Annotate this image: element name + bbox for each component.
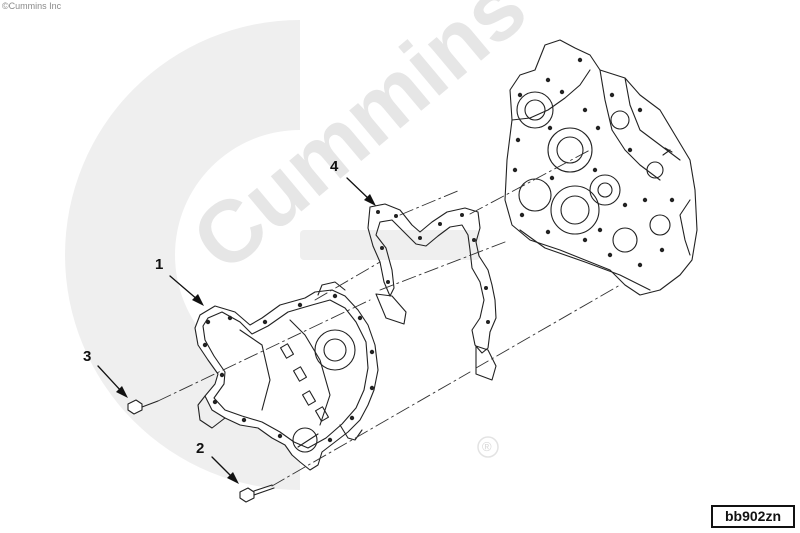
registered-mark: ® [482,439,492,454]
gear-housing [194,281,379,471]
callout-leaders [97,177,371,479]
gasket-bolt-holes [376,210,490,324]
gear-housing-bolt-holes [202,293,375,443]
callout-3: 3 [83,348,92,365]
reference-code-label: bb902zn [711,505,795,528]
copyright-text: ©Cummins Inc [2,1,62,11]
engine-block [504,39,698,296]
callout-4: 4 [330,158,339,175]
gear-housing-gasket [367,203,497,381]
callout-arrowheads [116,194,376,484]
capscrew-3 [127,399,159,415]
callout-2: 2 [196,440,205,457]
capscrew-2 [239,484,275,503]
engine-block-bolt-holes [512,57,675,268]
callout-1: 1 [155,256,164,273]
assembly-centerlines [157,149,621,487]
